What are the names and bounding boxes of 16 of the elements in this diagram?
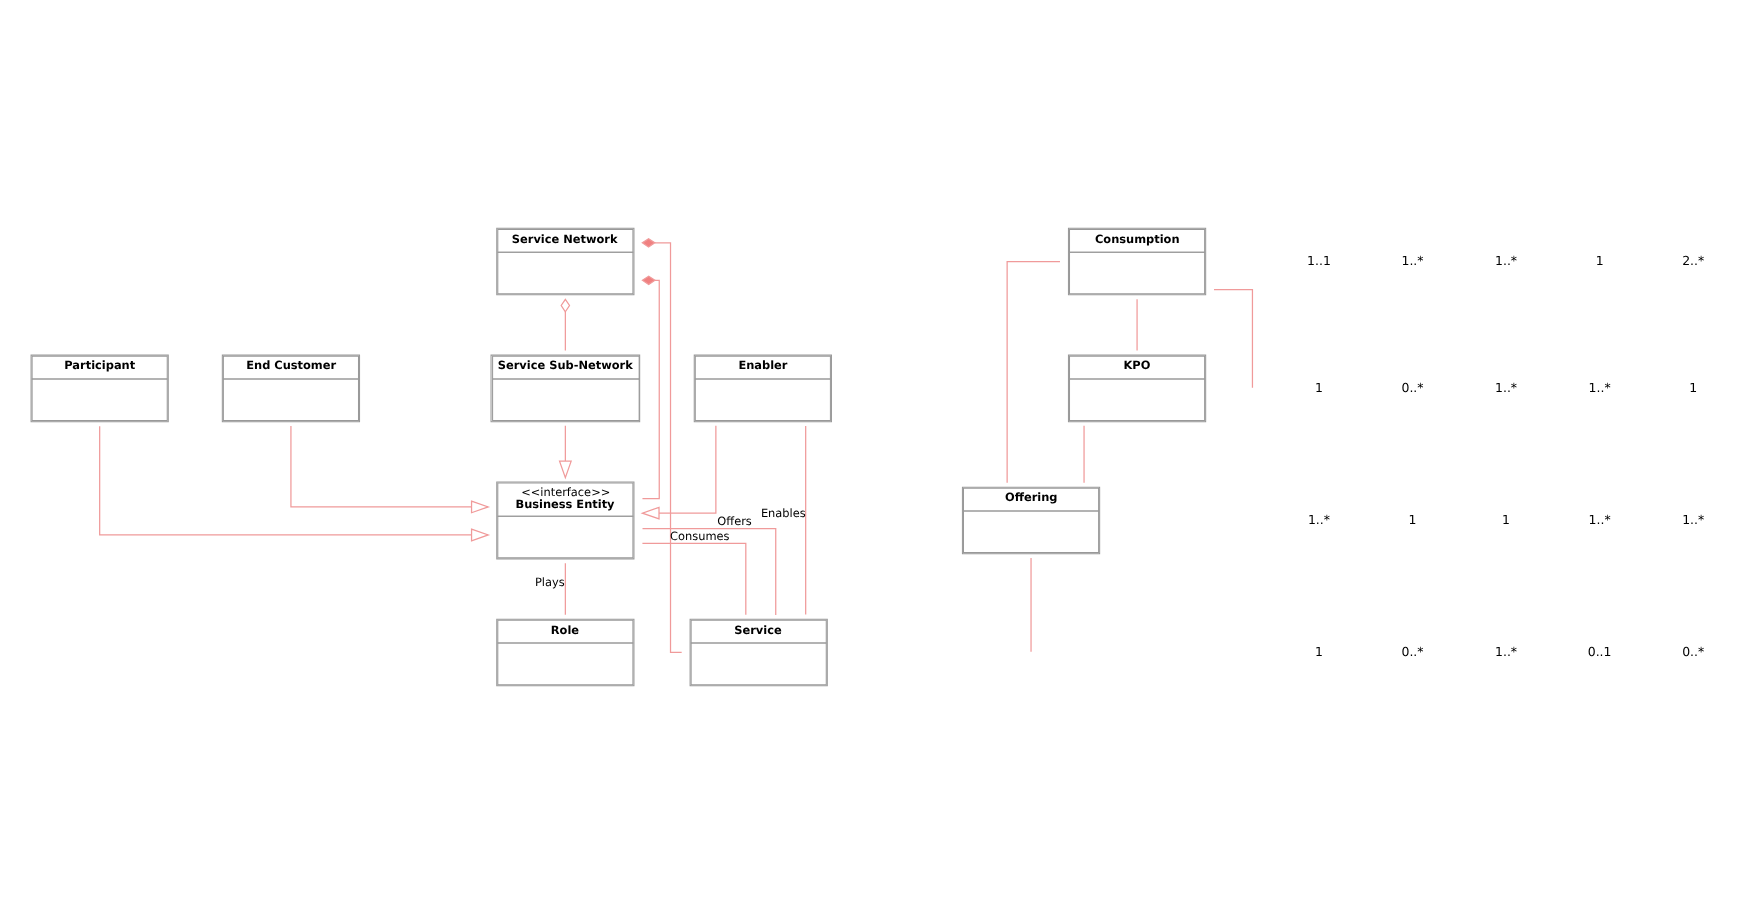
connector <box>641 236 683 653</box>
connector <box>641 527 777 615</box>
connector <box>1006 259 1061 483</box>
arrow <box>640 424 717 519</box>
connector <box>641 541 747 615</box>
arrow <box>290 424 491 513</box>
connector <box>1083 424 1085 483</box>
connector <box>1136 297 1138 351</box>
connector <box>1213 288 1254 388</box>
arrow <box>558 424 573 479</box>
arrow <box>99 424 491 541</box>
connector <box>641 274 660 499</box>
connector <box>1030 556 1032 652</box>
connector <box>805 424 807 615</box>
connector <box>560 297 571 351</box>
connector <box>564 561 566 615</box>
